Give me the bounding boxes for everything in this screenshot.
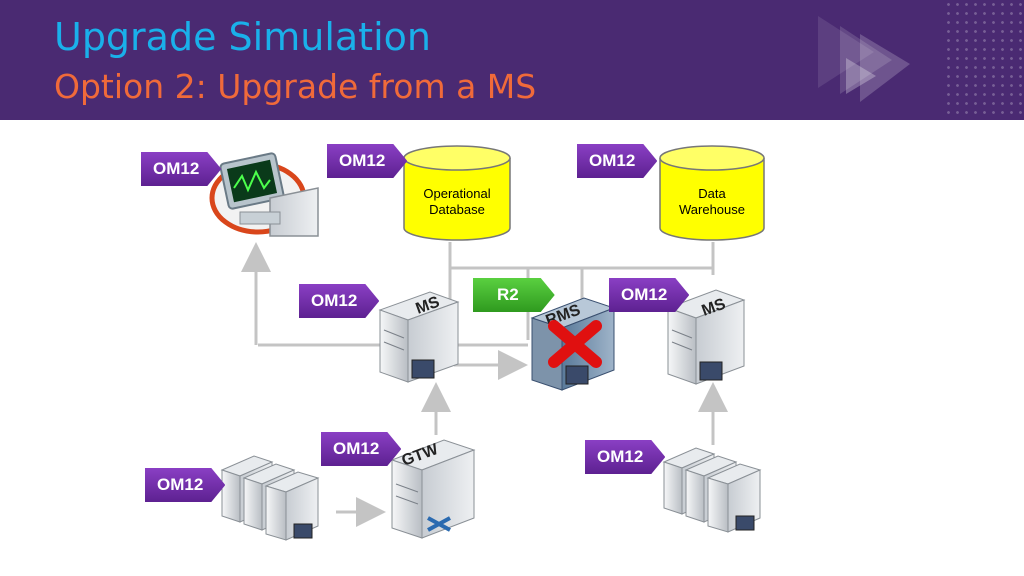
tag-ms-left: OM12 [299,284,379,318]
operational-database-text: Operational Database [423,186,491,217]
tag-agents-left: OM12 [145,468,225,502]
operational-database-label: Operational Database [410,186,504,218]
ms-server-right [666,289,746,385]
dot-pattern [944,0,1024,120]
tag-gtw: OM12 [321,432,401,466]
header-banner: Upgrade Simulation Option 2: Upgrade fro… [0,0,1024,120]
play-arrows-logo-icon [818,16,910,102]
diagram-canvas: MS RMS MS [209,145,765,541]
red-x-icon [548,320,602,368]
tag-console: OM12 [141,152,221,186]
tag-rms: R2 [473,278,555,312]
diagram-area: MS RMS MS [0,120,1024,576]
agent-servers-left [220,455,320,541]
tag-agents-right: OM12 [585,440,665,474]
data-warehouse-label: Data Warehouse [664,186,760,218]
page-subtitle: Option 2: Upgrade from a MS [54,67,537,106]
tag-data-warehouse: OM12 [577,144,657,178]
data-warehouse-cylinder [659,145,765,241]
agent-servers-right [662,447,762,533]
console-monitor-icon [209,152,319,237]
data-warehouse-text: Data Warehouse [679,186,745,217]
tag-operational-db: OM12 [327,144,407,178]
tag-ms-right: OM12 [609,278,689,312]
gtw-server [390,439,476,539]
ms-server-left [378,291,460,383]
page-title: Upgrade Simulation [54,15,431,59]
